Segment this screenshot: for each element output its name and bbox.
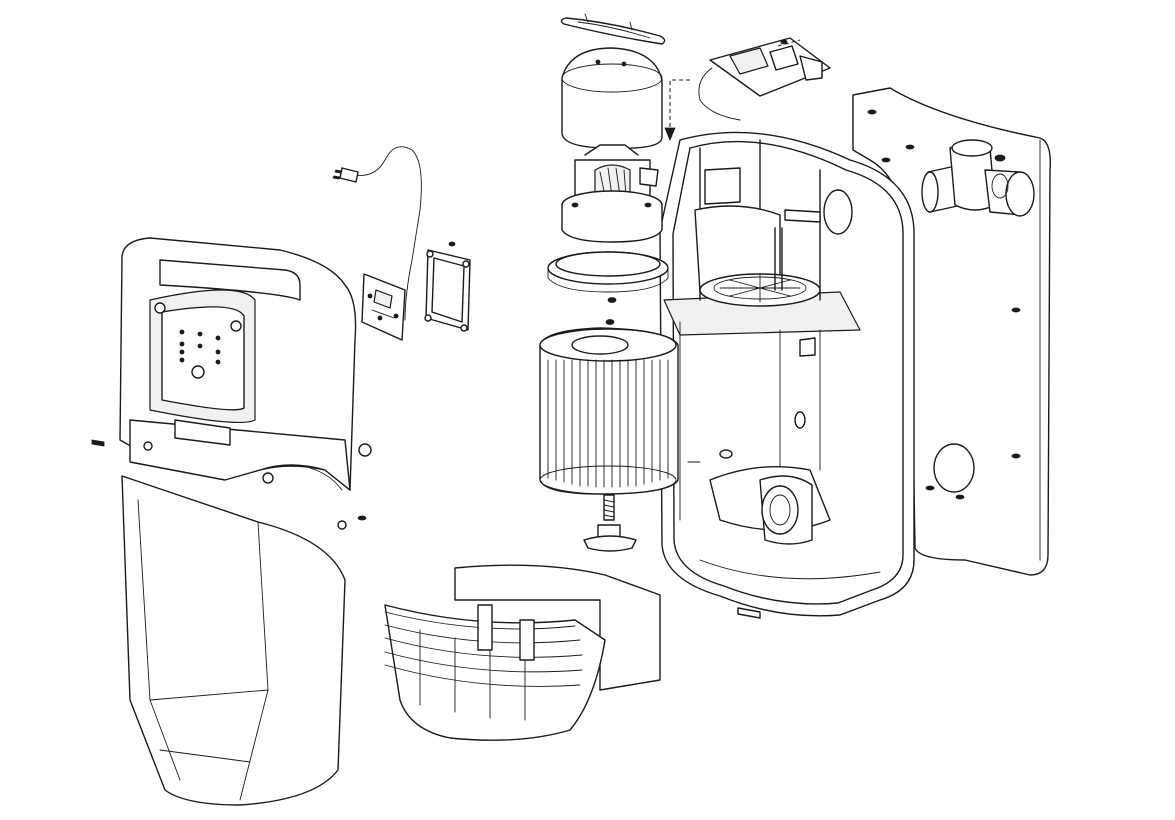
cover-screw-icon [91, 439, 367, 530]
pipe-elbow [921, 139, 1035, 217]
plate-screw-icon [867, 109, 1021, 500]
plate-port-hole [933, 443, 975, 493]
power-cord [332, 146, 422, 321]
main-housing [659, 131, 915, 619]
cartridge-filter [539, 327, 679, 495]
debris-basket [384, 564, 661, 741]
housing-screw-hole [719, 449, 733, 459]
indicator-lights [179, 329, 221, 365]
main-control-board [664, 37, 831, 142]
arrow-down-icon [664, 127, 676, 142]
seal-ring [547, 251, 669, 293]
power-button-icon [191, 365, 205, 379]
cover-screw-hole [358, 443, 372, 457]
top-gasket [560, 13, 666, 45]
plug-icon [332, 169, 343, 180]
board-screw-icon [780, 39, 788, 45]
front-cover-lower [121, 475, 346, 806]
board-bracket [424, 241, 471, 332]
motor-unit [561, 144, 663, 243]
circuit-board [361, 273, 406, 341]
filter-knob [583, 494, 637, 552]
front-cover-upper [91, 237, 372, 530]
motor-cap [561, 47, 663, 149]
screw-icon [605, 297, 617, 325]
